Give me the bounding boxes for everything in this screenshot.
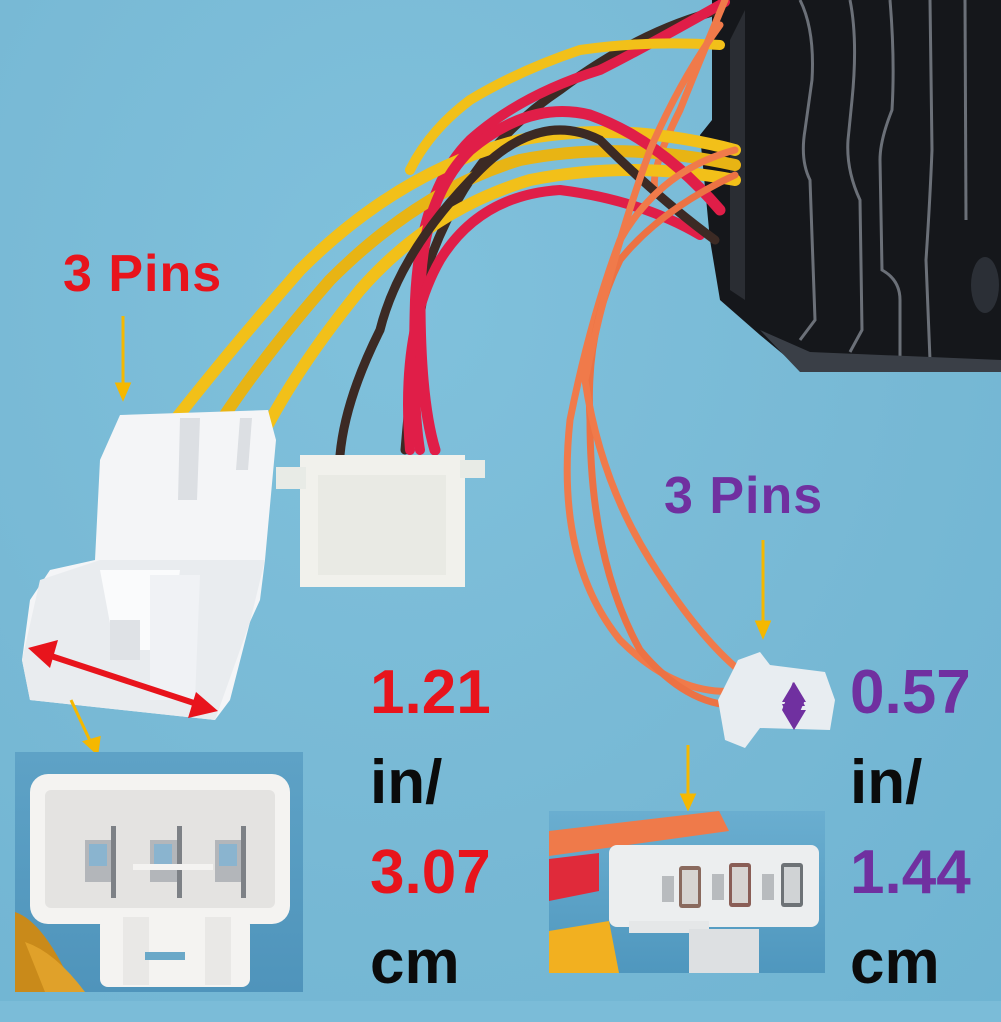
- large-width-inches: 1.21: [370, 658, 491, 727]
- red-width-measure-arrow: [28, 640, 218, 718]
- large-connector-dimension: 1.21 in/ 3.07 cm: [370, 662, 491, 1022]
- cm-unit-label: cm: [370, 928, 460, 997]
- pointer-arrows: [69, 316, 772, 812]
- small-width-cm: 1.44: [850, 838, 971, 907]
- wiring-illustration: [22, 0, 1001, 812]
- small-connector-pins-label: 3 Pins: [664, 467, 824, 525]
- large-3pin-connector: [22, 410, 276, 720]
- small-width-inches: 0.57: [850, 658, 971, 727]
- inch-unit-label: in/: [850, 748, 923, 817]
- small-connector-dimension: 0.57 in/ 1.44 cm: [850, 662, 971, 1022]
- product-photo: 3 Pins 3 Pins 1.21 in/ 3.07 cm 0.57 in/ …: [0, 0, 1001, 1001]
- purple-width-measure-arrow: [782, 682, 806, 730]
- housing-clip-connector: [276, 455, 485, 587]
- cm-unit-label: cm: [850, 928, 940, 997]
- small-3pin-connector: [718, 652, 835, 748]
- large-width-cm: 3.07: [370, 838, 491, 907]
- orange-wires: [563, 21, 749, 709]
- large-connector-face-inset: [15, 752, 303, 992]
- large-connector-face-illustration: [15, 774, 290, 992]
- large-connector-pins-label: 3 Pins: [63, 245, 223, 303]
- inch-unit-label: in/: [370, 748, 443, 817]
- small-connector-face-inset: [549, 811, 825, 973]
- small-connector-face-illustration: [549, 811, 819, 973]
- regulator-heatsink: [700, 0, 1001, 372]
